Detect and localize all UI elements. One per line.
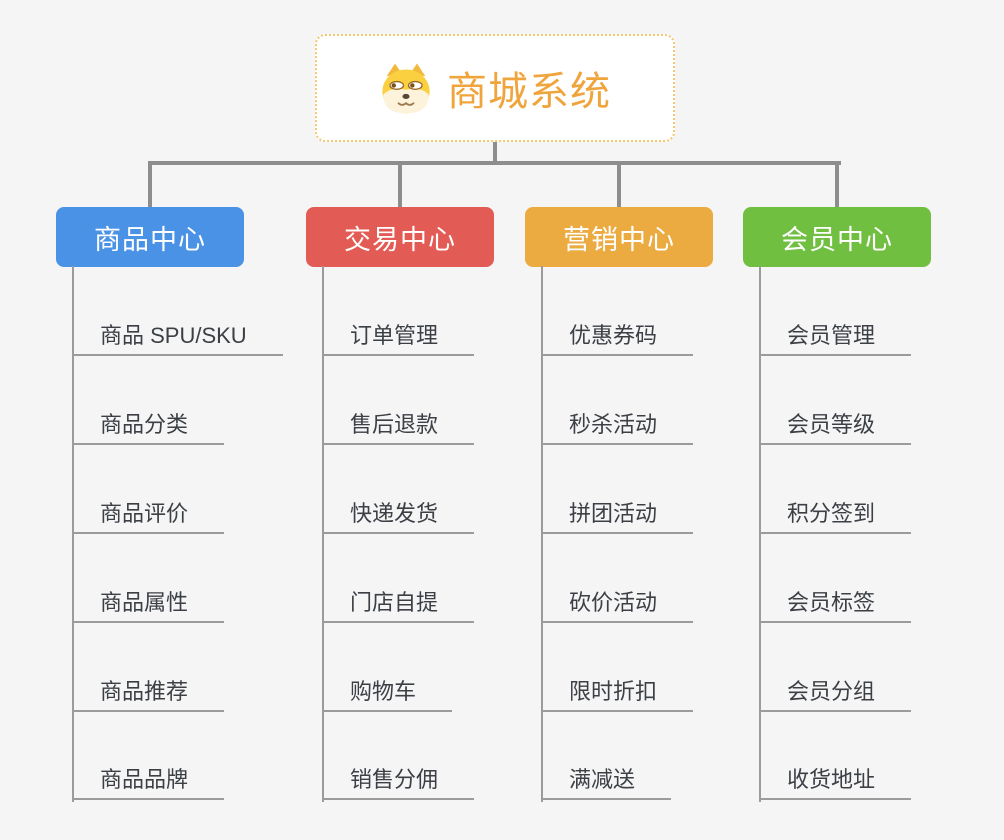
- leaf-label: 限时折扣: [569, 679, 658, 704]
- leaf-node[interactable]: 满减送: [541, 760, 672, 800]
- leaf-node[interactable]: 砍价活动: [541, 583, 694, 623]
- leaf-node[interactable]: 商品 SPU/SKU: [72, 316, 283, 356]
- connector-drop-member-center: [835, 163, 839, 207]
- leaf-label: 订单管理: [350, 323, 439, 348]
- connector-trunk-member-center: [759, 266, 761, 802]
- leaf-node[interactable]: 优惠券码: [541, 316, 694, 356]
- leaf-node[interactable]: 售后退款: [322, 405, 475, 445]
- root-title: 商城系统: [447, 70, 611, 114]
- leaf-node[interactable]: 门店自提: [322, 583, 475, 623]
- leaf-node[interactable]: 商品评价: [72, 494, 225, 534]
- leaf-node[interactable]: 订单管理: [322, 316, 475, 356]
- leaf-label: 会员标签: [787, 590, 876, 615]
- leaf-label: 拼团活动: [569, 501, 658, 526]
- leaf-node[interactable]: 会员标签: [759, 583, 912, 623]
- leaf-label: 商品属性: [100, 590, 189, 615]
- connector-trunk-trade-center: [322, 266, 324, 802]
- root-node[interactable]: 商城系统: [315, 34, 675, 142]
- leaf-node[interactable]: 收货地址: [759, 760, 912, 800]
- leaf-label: 门店自提: [350, 590, 439, 615]
- leaf-label: 会员分组: [787, 679, 876, 704]
- branch-node-trade-center[interactable]: 交易中心: [306, 207, 494, 267]
- branch-label: 商品中心: [94, 224, 206, 255]
- leaf-label: 购物车: [350, 679, 417, 704]
- leaf-label: 商品分类: [100, 412, 189, 437]
- leaf-label: 收货地址: [787, 767, 876, 792]
- leaf-node[interactable]: 商品品牌: [72, 760, 225, 800]
- leaf-node[interactable]: 商品属性: [72, 583, 225, 623]
- leaf-node[interactable]: 积分签到: [759, 494, 912, 534]
- connector-trunk-marketing-center: [541, 266, 543, 802]
- leaf-node[interactable]: 限时折扣: [541, 672, 694, 712]
- leaf-node[interactable]: 拼团活动: [541, 494, 694, 534]
- connector-bus: [148, 161, 841, 165]
- leaf-label: 商品评价: [100, 501, 189, 526]
- connector-root-stub: [493, 142, 497, 162]
- leaf-node[interactable]: 快递发货: [322, 494, 475, 534]
- leaf-node[interactable]: 会员等级: [759, 405, 912, 445]
- leaf-label: 秒杀活动: [569, 412, 658, 437]
- leaf-node[interactable]: 秒杀活动: [541, 405, 694, 445]
- leaf-node[interactable]: 商品分类: [72, 405, 225, 445]
- leaf-node[interactable]: 会员管理: [759, 316, 912, 356]
- leaf-label: 商品推荐: [100, 679, 189, 704]
- leaf-node[interactable]: 购物车: [322, 672, 453, 712]
- branch-label: 营销中心: [563, 224, 675, 255]
- branch-node-member-center[interactable]: 会员中心: [743, 207, 931, 267]
- leaf-label: 优惠券码: [569, 323, 658, 348]
- leaf-label: 会员管理: [787, 323, 876, 348]
- branch-node-product-center[interactable]: 商品中心: [56, 207, 244, 267]
- leaf-node[interactable]: 会员分组: [759, 672, 912, 712]
- leaf-node[interactable]: 商品推荐: [72, 672, 225, 712]
- leaf-label: 会员等级: [787, 412, 876, 437]
- dog-face-icon: [379, 61, 433, 115]
- leaf-label: 销售分佣: [350, 767, 439, 792]
- leaf-node[interactable]: 销售分佣: [322, 760, 475, 800]
- branch-node-marketing-center[interactable]: 营销中心: [525, 207, 713, 267]
- branch-label: 会员中心: [781, 224, 893, 255]
- leaf-label: 满减送: [569, 767, 636, 792]
- connector-trunk-product-center: [72, 266, 74, 802]
- leaf-label: 商品品牌: [100, 767, 189, 792]
- leaf-label: 售后退款: [350, 412, 439, 437]
- leaf-label: 砍价活动: [569, 590, 658, 615]
- leaf-label: 快递发货: [350, 501, 439, 526]
- leaf-label: 商品 SPU/SKU: [100, 323, 247, 348]
- connector-drop-trade-center: [398, 163, 402, 207]
- branch-label: 交易中心: [344, 224, 456, 255]
- connector-drop-product-center: [148, 163, 152, 207]
- connector-drop-marketing-center: [617, 163, 621, 207]
- leaf-label: 积分签到: [787, 501, 876, 526]
